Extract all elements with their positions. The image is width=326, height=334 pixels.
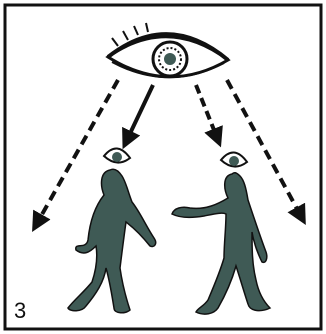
- person-figure-left: [68, 169, 156, 313]
- dashed-arrow-center-right: [196, 85, 218, 140]
- solid-arrow-left: [126, 85, 153, 142]
- panel-number: 3: [14, 298, 26, 323]
- eye-icon: [108, 23, 228, 77]
- small-eye-icon: [221, 152, 247, 166]
- small-eye-icon: [104, 148, 130, 162]
- person-figure-right: [172, 173, 270, 314]
